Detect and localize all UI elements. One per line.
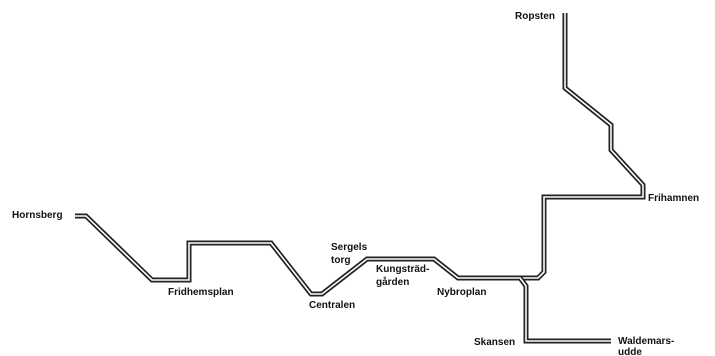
branch-route-line <box>518 276 611 344</box>
station-label-centralen: Centralen <box>309 300 355 311</box>
station-label-kungstradgarden-line1: Kungsträd- <box>376 264 429 275</box>
station-label-sergels-torg-line2: torg <box>331 255 350 266</box>
station-label-kungstradgarden-line2: gården <box>376 276 409 288</box>
station-label-frihamnen: Frihamnen <box>648 193 699 204</box>
station-label-hornsberg: Hornsberg <box>12 210 63 221</box>
main-route-inner <box>75 13 644 295</box>
station-label-sergels-torg-line1: Sergels <box>331 242 368 253</box>
station-label-fridhemsplan: Fridhemsplan <box>168 287 234 298</box>
station-label-ropsten: Ropsten <box>515 11 555 22</box>
branch-route-outer <box>518 276 611 344</box>
station-label-waldemarsudde-line1: Waldemars- <box>618 336 674 347</box>
station-label-nybroplan: Nybroplan <box>437 287 486 298</box>
station-label-waldemarsudde-line2: udde <box>618 347 642 356</box>
main-route-line <box>75 13 646 297</box>
branch-route-inner <box>519 277 611 342</box>
station-label-skansen: Skansen <box>474 337 515 348</box>
